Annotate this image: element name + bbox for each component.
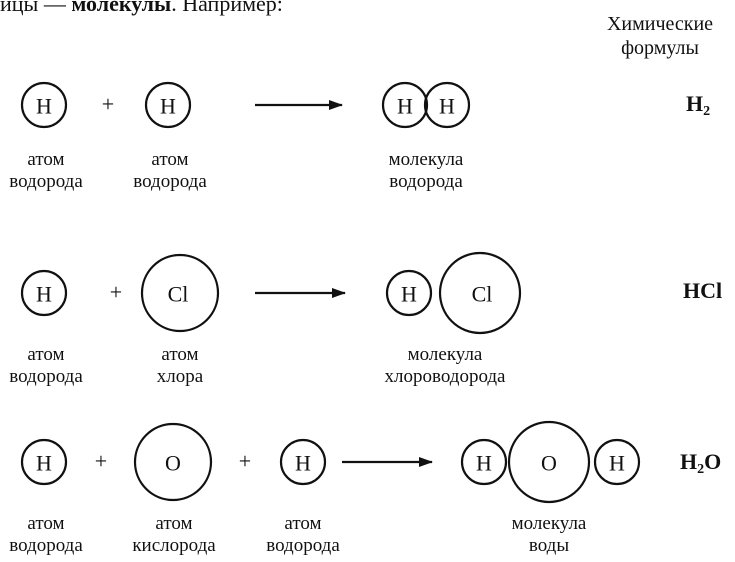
row3-plus-1: + (95, 449, 107, 474)
row3-molecule-h-2 (593, 438, 641, 486)
formulas-header-line1: Химические (606, 13, 714, 35)
caption-line: атом (27, 149, 65, 170)
caption-line: атом (155, 513, 193, 534)
row1-molecule-h-2-symbol: H (439, 94, 455, 119)
formula-main: HCl (683, 278, 723, 303)
row1-molecule-h-1-symbol: H (397, 94, 413, 119)
row2-molecule-h-symbol: H (401, 282, 417, 307)
row3-molecule-h-2-symbol: H (609, 451, 625, 476)
row1-molecule-h-2 (423, 81, 471, 129)
caption-line: водорода (9, 366, 83, 387)
row2-caption-2: атом хлора (140, 344, 220, 388)
caption-line: водорода (9, 535, 83, 556)
formula-subscript: 2 (697, 462, 705, 477)
row1-h-atom-2 (144, 81, 192, 129)
row3-h-atom-2 (279, 438, 327, 486)
row3-plus-2: + (239, 449, 251, 474)
caption-line: молекула (388, 149, 464, 170)
caption-line: атом (161, 344, 199, 365)
row2-molecule-cl-symbol: Cl (472, 282, 493, 307)
row2-cl-atom-symbol: Cl (168, 282, 189, 307)
row3-molecule-h-1 (460, 438, 508, 486)
caption-line: атом (27, 513, 65, 534)
row3-h-atom-1-symbol: H (36, 451, 52, 476)
row2-h-atom-symbol: H (36, 282, 52, 307)
row3-formula: H2O (680, 449, 721, 478)
caption-line: молекула (511, 513, 587, 534)
row2-plus: + (110, 280, 122, 305)
formula-subscript: 2 (703, 104, 711, 119)
row3-molecule-h-1-symbol: H (476, 451, 492, 476)
intro-bold: молекулы (71, 0, 172, 16)
row1-h-atom-2-symbol: H (160, 94, 176, 119)
row2-h-atom (20, 269, 68, 317)
formula-main: H (686, 91, 704, 116)
formulas-header: Химические формулы (585, 12, 735, 60)
row3-o-atom (133, 422, 213, 502)
row1-caption-3: молекула водорода (372, 149, 480, 193)
row2-formula: HCl (683, 278, 722, 307)
row2-caption-1: атом водорода (0, 344, 92, 388)
row1-plus: + (102, 92, 114, 117)
row1-caption-2: атом водорода (124, 149, 216, 193)
caption-line: водорода (389, 171, 463, 192)
row3-caption-3: атом водорода (257, 513, 349, 557)
row2-caption-3: молекула хлороводорода (370, 344, 520, 388)
formula-tail: O (704, 449, 722, 474)
row2-cl-atom (140, 253, 220, 333)
caption-line: атом (27, 344, 65, 365)
row1-formula: H2 (686, 91, 710, 120)
row3-caption-4: молекула воды (495, 513, 603, 557)
intro-suffix: . Например: (171, 0, 283, 16)
row3-h-atom-2-symbol: H (295, 451, 311, 476)
row1-caption-1: атом водорода (0, 149, 92, 193)
caption-line: водорода (9, 171, 83, 192)
row3-caption-2: атом кислорода (121, 513, 227, 557)
row1-h-atom-1 (20, 81, 68, 129)
row1-h-atom-1-symbol: H (36, 94, 52, 119)
caption-line: атом (284, 513, 322, 534)
caption-line: молекула (407, 344, 483, 365)
caption-line: воды (528, 535, 570, 556)
intro-prefix: ицы — (0, 0, 72, 16)
intro-text: ицы — молекулы. Например: (0, 0, 283, 17)
caption-line: хлороводорода (384, 366, 506, 387)
row1-molecule-h-1 (381, 81, 429, 129)
formula-main: H (680, 449, 698, 474)
row3-caption-1: атом водорода (0, 513, 92, 557)
caption-line: хлора (156, 366, 204, 387)
row3-h-atom-1 (20, 438, 68, 486)
formulas-header-line2: формулы (621, 37, 699, 59)
caption-line: водорода (266, 535, 340, 556)
row2-molecule-h (385, 269, 433, 317)
row3-molecule-o-symbol: O (541, 451, 557, 476)
row2-molecule-cl (438, 251, 522, 335)
caption-line: атом (151, 149, 189, 170)
row3-o-atom-symbol: O (165, 451, 181, 476)
row3-molecule-o (507, 420, 591, 504)
caption-line: кислорода (132, 535, 216, 556)
caption-line: водорода (133, 171, 207, 192)
